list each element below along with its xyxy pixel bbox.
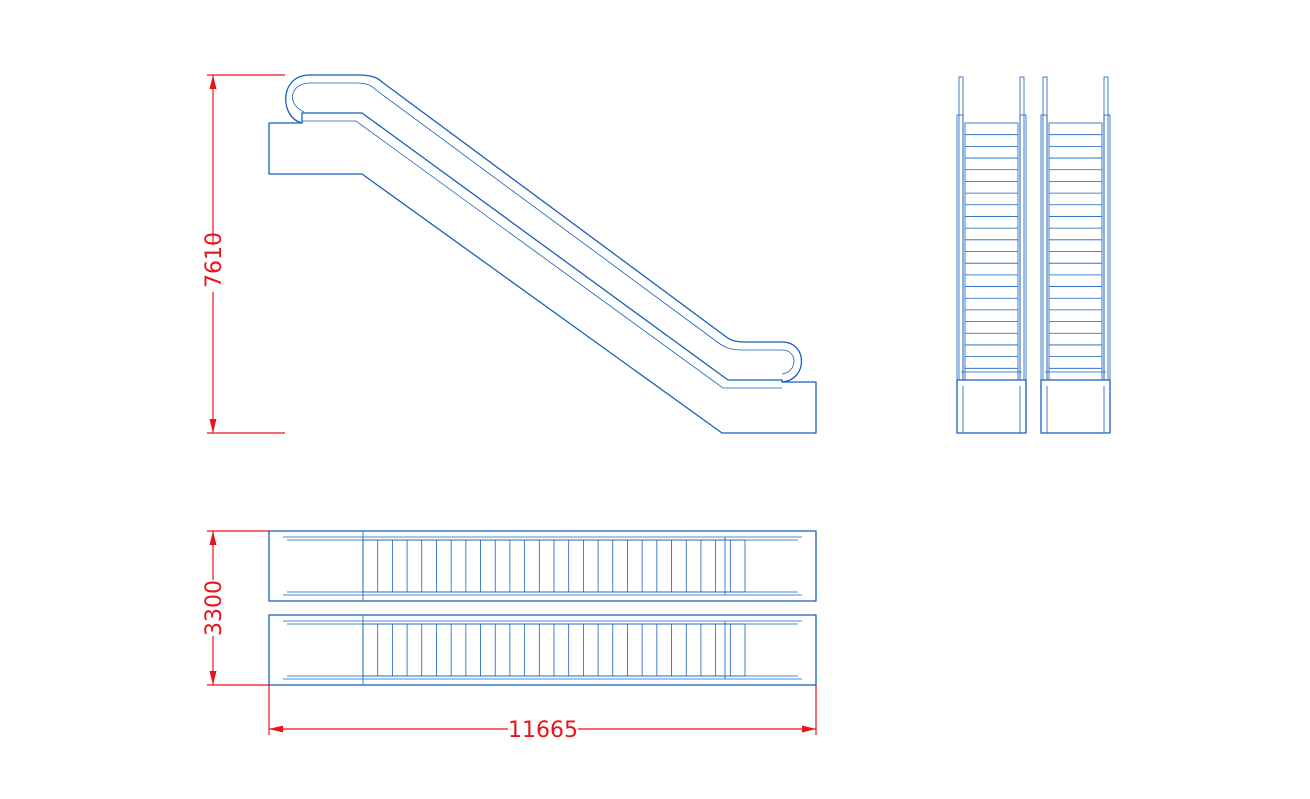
length-dimension-label: 11665 xyxy=(508,718,578,743)
end-newel-right xyxy=(1019,76,1025,381)
width-dimension-label: 3300 xyxy=(202,580,227,636)
end-panel-right xyxy=(1019,114,1027,381)
end-unit-1 xyxy=(956,76,1027,434)
height-dimension-label: 7610 xyxy=(202,232,227,288)
dimension-length: 11665 xyxy=(268,685,817,743)
end-panel-right xyxy=(1103,114,1111,381)
plan-view xyxy=(268,530,817,686)
end-view xyxy=(956,76,1111,434)
side-elevation xyxy=(268,74,817,434)
plan-unit-2 xyxy=(268,614,817,686)
plan-unit-1 xyxy=(268,530,817,602)
plan-outline xyxy=(268,614,817,686)
end-base xyxy=(956,379,1027,434)
end-panel-left xyxy=(956,114,964,381)
dimension-width: 3300 xyxy=(202,530,270,686)
handrail-outer xyxy=(285,74,803,383)
step-line xyxy=(302,120,782,389)
end-newel-right xyxy=(1103,76,1109,381)
end-newel-left xyxy=(958,76,964,381)
handrail-inner xyxy=(292,82,795,375)
end-newel-left xyxy=(1042,76,1048,381)
dimension-height: 7610 xyxy=(202,74,285,434)
truss-outline xyxy=(268,112,817,434)
end-unit-2 xyxy=(1040,76,1111,434)
end-panel-left xyxy=(1040,114,1048,381)
plan-outline xyxy=(268,530,817,602)
end-base xyxy=(1040,379,1111,434)
